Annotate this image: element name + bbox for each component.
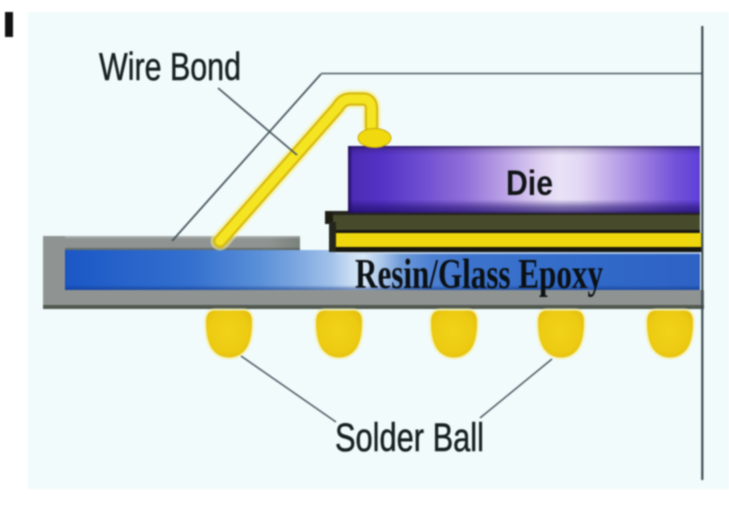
svg-text:Die: Die <box>506 164 553 203</box>
svg-text:Resin/Glass Epoxy: Resin/Glass Epoxy <box>355 252 603 298</box>
svg-text:Wire Bond: Wire Bond <box>99 46 241 89</box>
svg-text:Solder Ball: Solder Ball <box>335 416 484 460</box>
